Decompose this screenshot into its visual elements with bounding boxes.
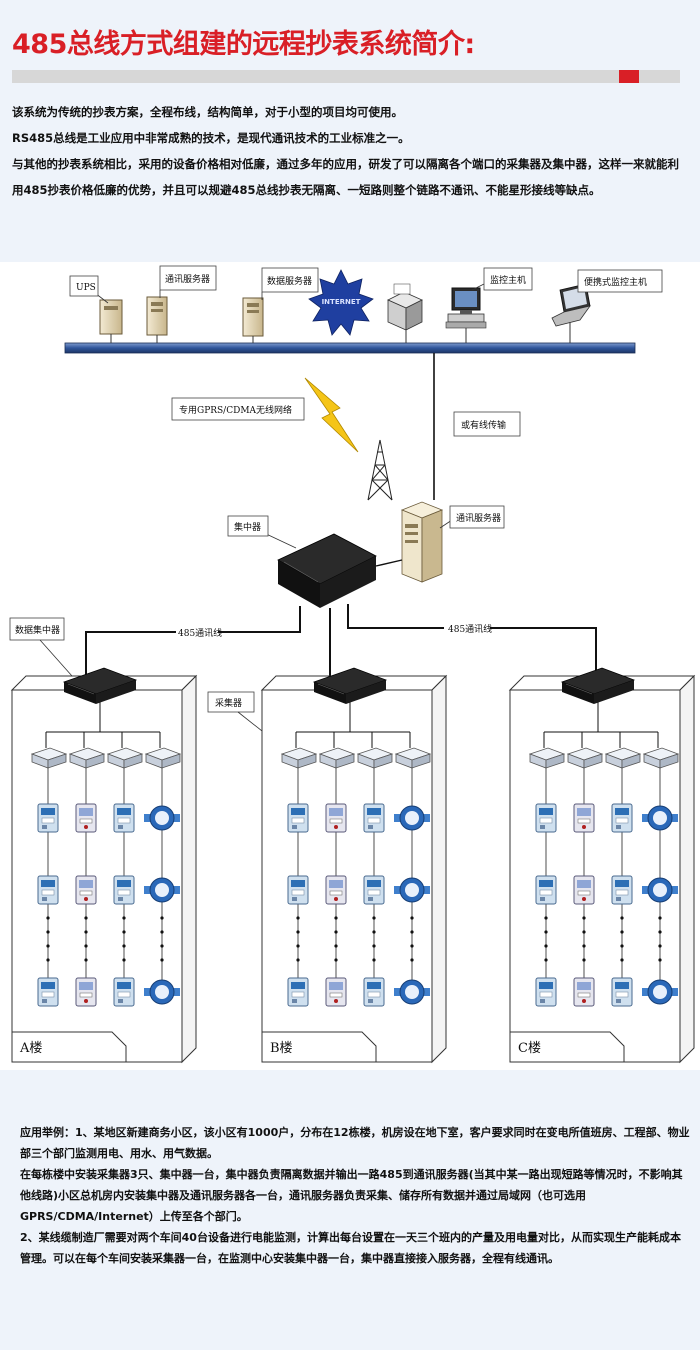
comm-server-label: 通讯服务器 (449, 505, 505, 529)
intro-line-3: 与其他的抄表系统相比，采用的设备价格相对低廉，通过多年的应用，研发了可以隔离各个… (12, 157, 679, 197)
monitor-host-label: 监控主机 (483, 267, 533, 291)
electricity-meter-icon (113, 803, 135, 833)
electricity-meter-icon (325, 977, 347, 1007)
intro-section (0, 0, 700, 262)
svg-text:数据服务器: 数据服务器 (267, 275, 312, 287)
electricity-meter-icon (287, 977, 309, 1007)
svg-text:便携式监控主机: 便携式监控主机 (584, 276, 647, 288)
electricity-meter-icon (287, 803, 309, 833)
main-concentrator-icon (261, 531, 403, 608)
example-line-1: 应用举例：1、某地区新建商务小区，该小区有1000户，分布在12栋楼，机房设在地… (20, 1126, 690, 1160)
page-title: 485总线方式组建的远程抄表系统简介: (12, 29, 475, 60)
intro-line-2: RS485总线是工业应用中非常成熟的技术，是现代通讯技术的工业标准之一。 (12, 131, 410, 145)
antenna-tower-icon (367, 439, 393, 501)
electricity-meter-icon (37, 803, 59, 833)
electricity-meter-icon (113, 977, 135, 1007)
title-divider (12, 70, 680, 83)
electricity-meter-icon (573, 977, 595, 1007)
wired-label: 或有线传输 (453, 411, 521, 437)
electricity-meter-icon (325, 875, 347, 905)
electricity-meter-icon (113, 875, 135, 905)
building-label: C楼 (518, 1041, 541, 1056)
example-line-2: 在每栋楼中安装采集器3只、集中器一台，集中器负责隔离数据并输出一路485到通讯服… (20, 1168, 683, 1223)
svg-text:通讯服务器: 通讯服务器 (456, 512, 501, 524)
title-divider-accent (619, 70, 639, 83)
comm-server-top-icon (146, 290, 168, 343)
svg-text:485通讯线: 485通讯线 (178, 627, 222, 639)
building-3: C楼 (508, 667, 696, 1064)
electricity-meter-icon (363, 803, 385, 833)
network-bus (64, 342, 636, 354)
electricity-meter-icon (37, 875, 59, 905)
electricity-meter-icon (611, 977, 633, 1007)
comm-server-top-label: 通讯服务器 (159, 265, 217, 291)
electricity-meter-icon (573, 875, 595, 905)
data-server-icon (242, 292, 264, 343)
ups-icon (94, 292, 123, 343)
electricity-meter-icon (535, 977, 557, 1007)
concentrator-label: 集中器 (227, 515, 269, 537)
example-line-3: 2、某线缆制造厂需要对两个车间40台设备进行电能监测，计算出每台设置在一天三个班… (20, 1231, 681, 1265)
buildings-group: A楼 B楼 C楼 (10, 667, 696, 1064)
lightning-icon (304, 377, 359, 453)
svg-text:专用GPRS/CDMA无线网络: 专用GPRS/CDMA无线网络 (179, 404, 292, 416)
building-2: B楼 (260, 667, 448, 1064)
data-server-label: 数据服务器 (261, 267, 319, 293)
electricity-meter-icon (535, 803, 557, 833)
ups-label: UPS (69, 275, 99, 297)
svg-text:485通讯线: 485通讯线 (448, 623, 492, 635)
bus-right-label: 485通讯线 (444, 622, 492, 635)
electricity-meter-icon (611, 875, 633, 905)
examples-section (0, 1070, 700, 1350)
building-label: B楼 (270, 1041, 293, 1056)
electricity-meter-icon (611, 803, 633, 833)
svg-text:通讯服务器: 通讯服务器 (165, 273, 210, 285)
svg-text:数据集中器: 数据集中器 (15, 624, 60, 636)
examples-text: 应用举例：1、某地区新建商务小区，该小区有1000户，分布在12栋楼，机房设在地… (20, 1122, 690, 1269)
svg-text:或有线传输: 或有线传输 (461, 419, 506, 431)
laptop-host-label: 便携式监控主机 (577, 269, 663, 293)
electricity-meter-icon (573, 803, 595, 833)
printer-icon (387, 283, 423, 343)
monitor-host-icon (445, 283, 487, 343)
svg-text:采集器: 采集器 (215, 697, 242, 709)
electricity-meter-icon (75, 803, 97, 833)
electricity-meter-icon (363, 977, 385, 1007)
svg-text:集中器: 集中器 (234, 521, 261, 533)
electricity-meter-icon (75, 875, 97, 905)
comm-server-icon (400, 501, 453, 583)
system-diagram: UPS 通讯服务器 数据服务器 INTERNET (0, 262, 700, 1070)
building-1: A楼 (10, 667, 198, 1064)
electricity-meter-icon (363, 875, 385, 905)
bus-lines (85, 604, 597, 676)
svg-text:UPS: UPS (76, 283, 96, 293)
electricity-meter-icon (287, 875, 309, 905)
svg-text:监控主机: 监控主机 (490, 274, 526, 286)
laptop-icon (551, 283, 599, 343)
intro-line-1: 该系统为传统的抄表方案，全程布线，结构简单，对于小型的项目均可使用。 (12, 105, 403, 119)
svg-text:INTERNET: INTERNET (322, 298, 361, 306)
gprs-label: 专用GPRS/CDMA无线网络 (171, 397, 305, 421)
electricity-meter-icon (325, 803, 347, 833)
building-label: A楼 (19, 1041, 42, 1056)
internet-icon: INTERNET (308, 269, 374, 336)
intro-text: 该系统为传统的抄表方案，全程布线，结构简单，对于小型的项目均可使用。 RS485… (12, 99, 690, 203)
bus-left-label: 485通讯线 (176, 626, 222, 639)
electricity-meter-icon (37, 977, 59, 1007)
electricity-meter-icon (75, 977, 97, 1007)
electricity-meter-icon (535, 875, 557, 905)
data-concentrator-label: 数据集中器 (9, 617, 73, 677)
